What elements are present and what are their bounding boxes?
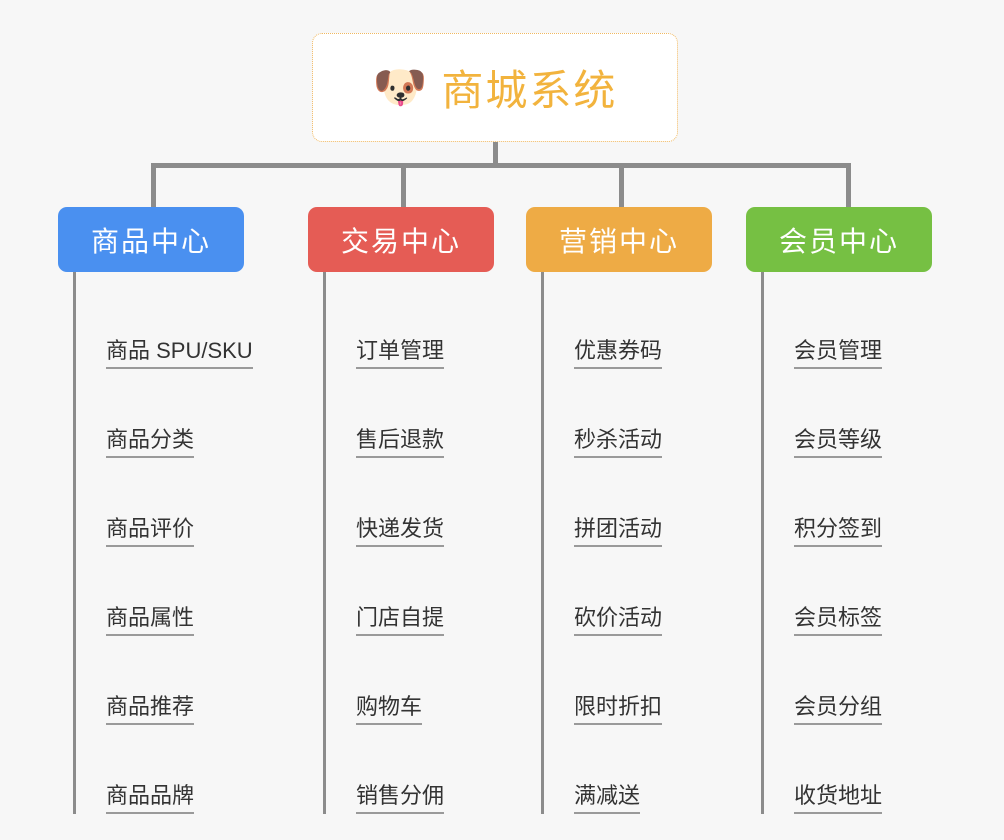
category-box-1[interactable]: 交易中心 — [308, 207, 494, 272]
connector-drop-0 — [151, 163, 156, 207]
leaf-item[interactable]: 订单管理 — [326, 280, 494, 369]
leaf-list-3: 会员管理会员等级积分签到会员标签会员分组收货地址 — [761, 272, 932, 814]
leaf-label: 购物车 — [356, 694, 423, 725]
leaf-item[interactable]: 优惠券码 — [544, 280, 712, 369]
leaf-label: 满减送 — [574, 783, 641, 814]
leaf-item[interactable]: 商品分类 — [76, 369, 244, 458]
leaf-label: 订单管理 — [356, 338, 445, 369]
leaf-label: 秒杀活动 — [574, 427, 663, 458]
connector-drop-2 — [619, 163, 624, 207]
leaf-item[interactable]: 满减送 — [544, 725, 712, 814]
branch-2: 营销中心优惠券码秒杀活动拼团活动砍价活动限时折扣满减送 — [526, 207, 712, 814]
leaf-label: 砍价活动 — [574, 605, 663, 636]
category-label: 交易中心 — [340, 225, 461, 257]
leaf-label: 商品评价 — [106, 516, 195, 547]
leaf-item[interactable]: 拼团活动 — [544, 458, 712, 547]
leaf-item[interactable]: 商品属性 — [76, 547, 244, 636]
branch-0: 商品中心商品 SPU/SKU 商品分类商品评价商品属性商品推荐商品品牌 — [58, 207, 253, 814]
connector-drop-1 — [401, 163, 406, 207]
leaf-item[interactable]: 会员标签 — [764, 547, 932, 636]
leaf-label: 快递发货 — [356, 516, 445, 547]
leaf-item[interactable]: 销售分佣 — [326, 725, 494, 814]
category-label: 会员中心 — [778, 225, 899, 257]
category-box-2[interactable]: 营销中心 — [526, 207, 712, 272]
leaf-item[interactable]: 会员管理 — [764, 280, 932, 369]
shiba-dog-face-icon: 🐶 — [372, 62, 428, 112]
leaf-item[interactable]: 会员分组 — [764, 636, 932, 725]
leaf-item[interactable]: 商品品牌 — [76, 725, 244, 814]
leaf-list-0: 商品 SPU/SKU 商品分类商品评价商品属性商品推荐商品品牌 — [73, 272, 253, 814]
leaf-label: 销售分佣 — [356, 783, 445, 814]
leaf-item[interactable]: 售后退款 — [326, 369, 494, 458]
category-label: 商品中心 — [90, 225, 211, 257]
branch-1: 交易中心订单管理售后退款快递发货门店自提购物车销售分佣 — [308, 207, 494, 814]
leaf-label: 拼团活动 — [574, 516, 663, 547]
leaf-label: 会员分组 — [794, 694, 883, 725]
leaf-item[interactable]: 购物车 — [326, 636, 494, 725]
leaf-list-1: 订单管理售后退款快递发货门店自提购物车销售分佣 — [323, 272, 494, 814]
leaf-item[interactable]: 商品评价 — [76, 458, 244, 547]
leaf-item[interactable]: 收货地址 — [764, 725, 932, 814]
category-label: 营销中心 — [558, 225, 679, 257]
leaf-label: 会员标签 — [794, 605, 883, 636]
leaf-label: 售后退款 — [356, 427, 445, 458]
leaf-item[interactable]: 会员等级 — [764, 369, 932, 458]
leaf-item[interactable]: 秒杀活动 — [544, 369, 712, 458]
category-box-0[interactable]: 商品中心 — [58, 207, 244, 272]
leaf-label: 商品推荐 — [106, 694, 195, 725]
leaf-label: 会员管理 — [794, 338, 883, 369]
branch-3: 会员中心会员管理会员等级积分签到会员标签会员分组收货地址 — [746, 207, 932, 814]
leaf-label: 限时折扣 — [574, 694, 663, 725]
leaf-label: 门店自提 — [356, 605, 445, 636]
root-title: 商城系统 — [441, 67, 618, 114]
leaf-label: 积分签到 — [794, 516, 883, 547]
leaf-label: 商品 SPU/SKU — [106, 338, 253, 369]
leaf-label: 商品属性 — [106, 605, 195, 636]
leaf-item[interactable]: 门店自提 — [326, 547, 494, 636]
leaf-item[interactable]: 砍价活动 — [544, 547, 712, 636]
root-node[interactable]: 🐶 商城系统 — [312, 33, 678, 142]
leaf-label: 商品分类 — [106, 427, 195, 458]
connector-drop-3 — [846, 163, 851, 207]
connector-horizontal-bus — [151, 163, 851, 168]
leaf-item[interactable]: 商品 SPU/SKU — [76, 280, 253, 369]
connector-root-stem — [493, 142, 498, 166]
leaf-item[interactable]: 快递发货 — [326, 458, 494, 547]
leaf-item[interactable]: 限时折扣 — [544, 636, 712, 725]
leaf-label: 会员等级 — [794, 427, 883, 458]
leaf-item[interactable]: 商品推荐 — [76, 636, 244, 725]
leaf-label: 商品品牌 — [106, 783, 195, 814]
leaf-label: 优惠券码 — [574, 338, 663, 369]
leaf-label: 收货地址 — [794, 783, 883, 814]
leaf-list-2: 优惠券码秒杀活动拼团活动砍价活动限时折扣满减送 — [541, 272, 712, 814]
leaf-item[interactable]: 积分签到 — [764, 458, 932, 547]
category-box-3[interactable]: 会员中心 — [746, 207, 932, 272]
